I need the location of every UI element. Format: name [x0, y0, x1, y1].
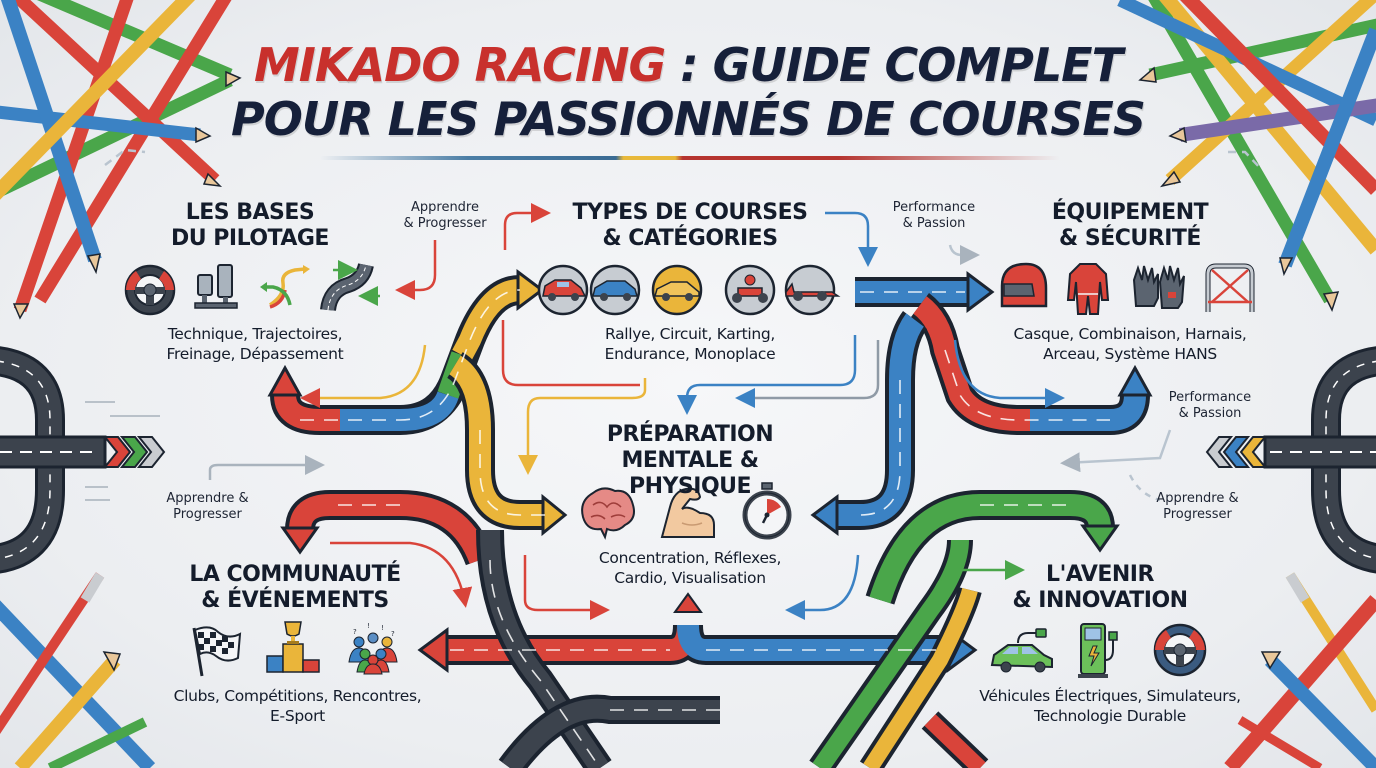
- road-right: [1205, 346, 1376, 574]
- section-bases: LES BASES DU PILOTAGE: [130, 200, 370, 252]
- note-performance-right: Performance & Passion: [1168, 390, 1252, 421]
- svg-text:!: !: [367, 622, 370, 630]
- section-title: DU PILOTAGE: [171, 226, 329, 251]
- stopwatch-icon: [742, 482, 792, 540]
- section-description: Clubs, Compétitions, Rencontres,: [173, 687, 422, 705]
- section-avenir-desc: Véhicules Électriques, Simulateurs, Tech…: [955, 686, 1265, 726]
- section-title: L'AVENIR: [1046, 562, 1154, 587]
- pencils-bottom-left: [0, 572, 156, 768]
- crowd-icon: ?!!?: [348, 622, 398, 675]
- section-description: Endurance, Monoplace: [604, 345, 776, 363]
- connector-arrows: [104, 148, 1263, 620]
- note-apprendre-left: Apprendre & Progresser: [166, 491, 249, 522]
- section-description: Casque, Combinaison, Harnais,: [1013, 325, 1247, 343]
- section-description: Rallye, Circuit, Karting,: [604, 325, 776, 343]
- trajectory-arrows-icon: [260, 265, 310, 309]
- section-types-desc: Rallye, Circuit, Karting, Endurance, Mon…: [555, 324, 825, 364]
- brain-icon: [581, 487, 635, 540]
- checkered-flag-icon: [192, 626, 242, 677]
- svg-text:!: !: [381, 624, 384, 632]
- section-avenir: L'AVENIR & INNOVATION: [990, 562, 1210, 614]
- page-title-line1: MIKADO RACING : GUIDE COMPLET: [0, 38, 1376, 92]
- trophy-podium-icon: [266, 621, 320, 673]
- page-title-line2: POUR LES PASSIONNÉS DE COURSES: [231, 92, 1146, 146]
- section-description: Arceau, Système HANS: [1043, 345, 1217, 363]
- section-title: & ÉVÉNEMENTS: [201, 588, 389, 613]
- lane-markings: [300, 289, 1110, 768]
- circuit-car-icon: [589, 264, 641, 316]
- section-description: Cardio, Visualisation: [614, 569, 766, 587]
- section-title: MENTALE & PHYSIQUE: [621, 448, 759, 499]
- flexed-arm-icon: [660, 487, 715, 538]
- electric-car-icon: [990, 628, 1053, 673]
- section-preparation: PRÉPARATION MENTALE & PHYSIQUE: [560, 422, 820, 500]
- kart-icon: [724, 264, 776, 316]
- section-description: Véhicules Électriques, Simulateurs,: [979, 687, 1241, 705]
- section-title: & INNOVATION: [1012, 588, 1188, 613]
- charging-station-icon: [1078, 623, 1118, 678]
- endurance-car-icon: [651, 264, 703, 316]
- section-bases-desc: Technique, Trajectoires, Freinage, Dépas…: [120, 324, 390, 364]
- section-title: & CATÉGORIES: [602, 226, 778, 251]
- section-preparation-desc: Concentration, Réflexes, Cardio, Visuali…: [565, 548, 815, 588]
- section-description: Technologie Durable: [1033, 707, 1187, 725]
- section-title: PRÉPARATION: [606, 422, 774, 447]
- road-left: [0, 346, 166, 574]
- svg-text:?: ?: [391, 630, 395, 638]
- section-title: ÉQUIPEMENT: [1051, 200, 1209, 225]
- section-description: Freinage, Dépassement: [166, 345, 344, 363]
- section-communaute-desc: Clubs, Compétitions, Rencontres, E-Sport: [145, 686, 450, 726]
- section-title: LES BASES: [185, 200, 315, 225]
- note-apprendre-top: Apprendre & Progresser: [403, 200, 487, 231]
- racing-suit-icon: [1066, 263, 1110, 315]
- section-description: Technique, Trajectoires,: [167, 325, 343, 343]
- note-performance-top: Performance & Passion: [892, 200, 976, 231]
- rally-car-icon: [537, 264, 589, 316]
- section-description: Concentration, Réflexes,: [598, 549, 782, 567]
- steering-wheel-icon: [124, 264, 176, 316]
- pencils-top-right: [1117, 0, 1376, 312]
- helmet-icon: [1000, 262, 1048, 308]
- pencils-bottom-right: [1224, 572, 1376, 768]
- formula-car-icon: [784, 264, 841, 316]
- section-description: E-Sport: [270, 707, 325, 725]
- note-apprendre-right: Apprendre & Progresser: [1156, 491, 1239, 522]
- section-title: LA COMMUNAUTÉ: [189, 562, 401, 587]
- sim-wheel-icon: [1153, 623, 1207, 677]
- title-rest: : GUIDE COMPLET: [665, 38, 1123, 92]
- section-equipement: ÉQUIPEMENT & SÉCURITÉ: [1010, 200, 1250, 252]
- title-divider: [320, 156, 1060, 160]
- section-equipement-desc: Casque, Combinaison, Harnais, Arceau, Sy…: [985, 324, 1275, 364]
- winding-road-icon: [320, 260, 380, 312]
- section-types: TYPES DE COURSES & CATÉGORIES: [545, 200, 835, 252]
- pedals-icon: [194, 264, 238, 309]
- svg-text:?: ?: [353, 628, 357, 636]
- section-title: TYPES DE COURSES: [572, 200, 808, 225]
- section-communaute: LA COMMUNAUTÉ & ÉVÉNEMENTS: [160, 562, 430, 614]
- brand-name: MIKADO RACING: [254, 38, 666, 92]
- gloves-icon: [1132, 264, 1185, 309]
- section-title: & SÉCURITÉ: [1059, 226, 1201, 251]
- pencils-top-left: [0, 0, 242, 320]
- roll-cage-icon: [1205, 263, 1255, 312]
